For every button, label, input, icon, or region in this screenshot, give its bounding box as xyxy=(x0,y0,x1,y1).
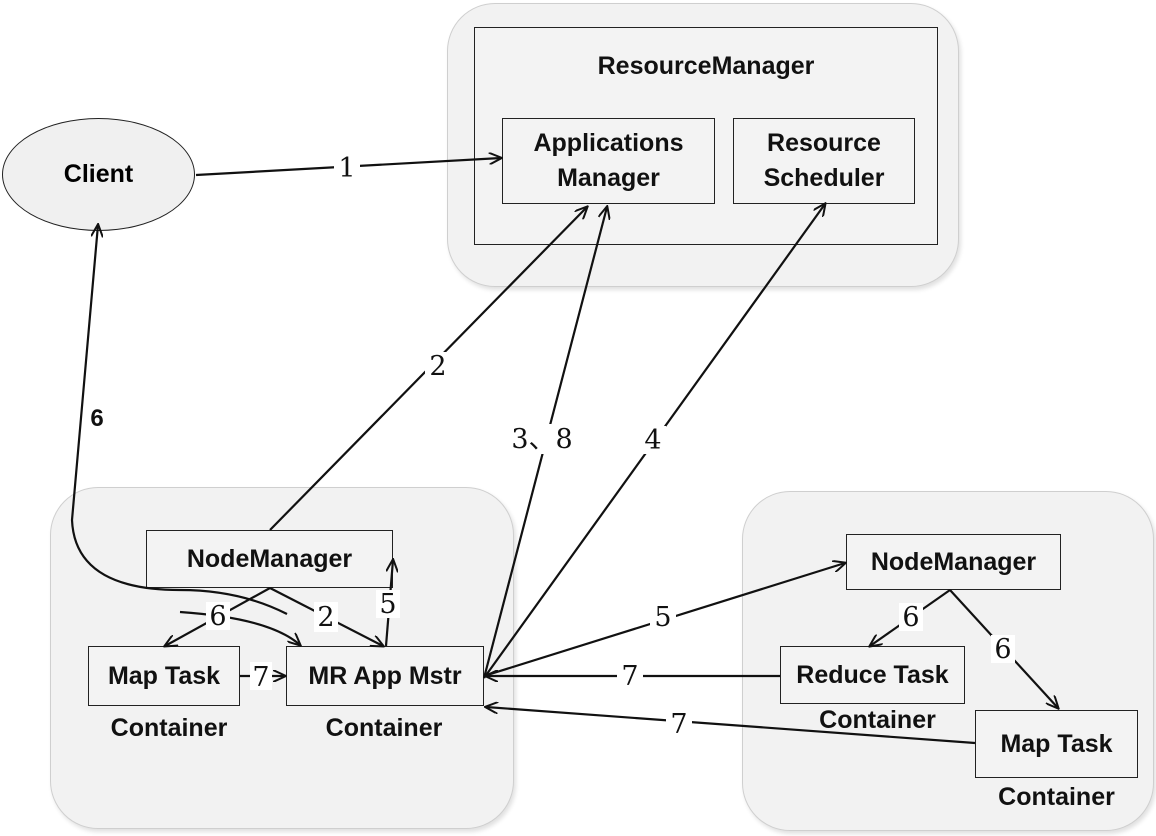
edge-label-group: 1 2 3、8 4 6 6 2 5 7 5 7 6 6 7 xyxy=(90,153,1015,740)
edge-label-2-top: 2 xyxy=(429,351,446,382)
edge-client-to-mr xyxy=(179,610,300,645)
right-node-manager-label: NodeManager xyxy=(870,547,1037,576)
edge-mr-to-client xyxy=(70,225,288,615)
edge-label-7-map: 7 xyxy=(252,662,269,693)
reduce-task-label: Reduce Task xyxy=(796,660,949,689)
mr-app-master-container-label: Container xyxy=(325,714,443,742)
mr-app-master-label: MR App Mstr xyxy=(308,661,462,690)
right-map-task-container-label: Container xyxy=(998,783,1115,811)
client-label: Client xyxy=(63,160,134,188)
right-node-manager-box[interactable]: NodeManager xyxy=(846,534,1061,590)
edge-label-6-left: 6 xyxy=(209,601,226,632)
reduce-task-container-label: Container xyxy=(819,706,936,734)
left-map-task-label: Map Task xyxy=(107,661,221,690)
edge-label-1: 1 xyxy=(338,153,355,184)
left-map-task-container-label: Container xyxy=(110,714,228,742)
edge-label-2-left: 2 xyxy=(317,602,334,633)
reduce-task-box[interactable]: Reduce Task xyxy=(780,646,965,704)
edge-label-3-8: 3、8 xyxy=(511,424,572,455)
edge-label-5-right: 5 xyxy=(654,602,671,633)
applications-manager-box[interactable]: Applications Manager xyxy=(502,118,715,204)
edge-label-4: 4 xyxy=(644,425,661,456)
left-map-task-box[interactable]: Map Task xyxy=(88,646,240,706)
edge-label-7-right-map: 7 xyxy=(670,709,687,740)
edge-label-5-left: 5 xyxy=(379,589,396,620)
edge-label-7-reduce: 7 xyxy=(621,661,638,692)
edge-label-6-right-map: 6 xyxy=(994,634,1011,665)
resource-scheduler-box[interactable]: Resource Scheduler xyxy=(733,118,915,204)
edge-label-6-reduce: 6 xyxy=(902,602,919,633)
edge-right-map-to-mr xyxy=(486,707,976,745)
right-map-task-label: Map Task xyxy=(1000,729,1113,758)
edge-label-6-client: 6 xyxy=(90,405,103,432)
resource-manager-title: ResourceManager xyxy=(597,52,815,80)
left-node-manager-label: NodeManager xyxy=(186,544,353,573)
right-map-task-box[interactable]: Map Task xyxy=(975,710,1138,778)
